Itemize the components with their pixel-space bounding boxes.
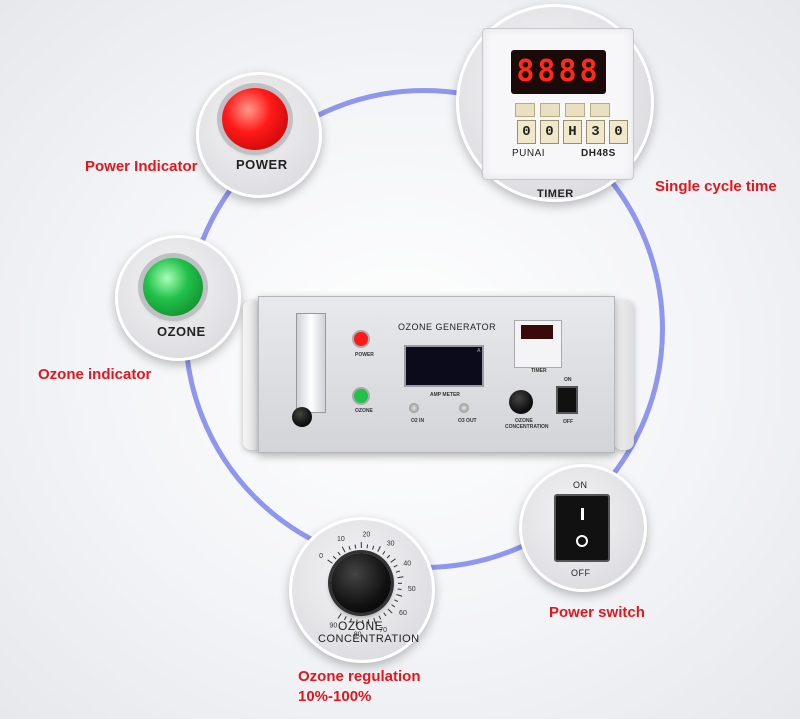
dial-tick <box>377 546 381 552</box>
timer-button[interactable] <box>565 103 585 117</box>
dial-tick <box>396 594 403 597</box>
dial-tick <box>366 544 369 549</box>
dial-number: 90 <box>329 622 337 629</box>
concentration-label-line2: CONCENTRATION <box>318 633 420 645</box>
timer-dial-row: 0 0 H 3 0 <box>517 120 628 144</box>
dial-tick <box>327 559 333 564</box>
power-lamp-icon <box>222 88 288 150</box>
device-right-handle <box>614 300 634 450</box>
device-power-label: POWER <box>355 352 374 358</box>
device-concentration-label-1: OZONE <box>515 418 533 424</box>
timer-dial[interactable]: 0 <box>517 120 536 144</box>
dial-tick <box>372 545 375 550</box>
dial-number: 40 <box>403 560 411 567</box>
power-switch-callout: Power switch <box>549 604 645 621</box>
flowmeter-knob[interactable] <box>292 407 312 427</box>
ozone-indicator-callout: Ozone indicator <box>38 366 152 383</box>
dial-number: 30 <box>387 541 395 548</box>
dial-number: 70 <box>379 627 387 634</box>
dial-number: 80 <box>354 631 362 638</box>
device-power-rocker[interactable] <box>556 386 578 414</box>
dial-tick <box>395 570 400 573</box>
dial-tick <box>394 599 399 602</box>
dial-number: 20 <box>362 532 370 539</box>
concentration-label-line1: OZONE <box>338 619 384 633</box>
dial-tick <box>393 564 398 568</box>
ozone-regulation-callout: Ozone regulation <box>298 668 421 685</box>
single-cycle-time-callout: Single cycle time <box>655 178 777 195</box>
timer-button[interactable] <box>515 103 535 117</box>
dial-tick <box>390 558 396 563</box>
device-power-lamp-icon <box>354 332 368 346</box>
power-rocker-off-mark <box>576 535 588 547</box>
dial-numbers: 0 10 20 30 40 50 60 70 80 90 <box>319 532 416 639</box>
dial-tick <box>354 544 357 549</box>
amp-meter-unit: A <box>477 348 481 354</box>
device-timer-label: TIMER <box>531 368 547 374</box>
timer-button[interactable] <box>590 103 610 117</box>
ozone-regulation-range: 10%-100% <box>298 688 372 705</box>
dial-tick <box>341 546 346 553</box>
timer-digit-display: 8888 <box>511 50 606 94</box>
dial-number: 50 <box>408 586 416 593</box>
dial-tick <box>355 619 358 626</box>
dial-ticks <box>327 541 404 626</box>
o2-in-valve[interactable] <box>409 403 419 413</box>
device-off-label: OFF <box>563 419 573 425</box>
dial-tick <box>397 576 404 579</box>
timer-brand: PUNAI <box>512 148 546 159</box>
dial-tick <box>349 618 352 623</box>
dial-tick <box>383 612 387 617</box>
dial-tick <box>397 588 402 591</box>
dial-tick <box>386 554 391 559</box>
dial-tick <box>332 555 337 560</box>
timer-label: TIMER <box>537 188 574 200</box>
device-ozone-label: OZONE <box>355 408 373 414</box>
o3-out-valve[interactable] <box>459 403 469 413</box>
timer-model: DH48S <box>581 148 616 159</box>
device-concentration-label-2: CONCENTRATION <box>505 424 549 430</box>
power-indicator-callout: Power Indicator <box>85 158 198 175</box>
ozone-label: OZONE <box>157 324 206 339</box>
amp-meter-display <box>404 345 484 387</box>
power-rocker-on-mark <box>581 508 584 520</box>
device-title: OZONE GENERATOR <box>398 322 497 332</box>
on-label: ON <box>573 480 588 490</box>
o3-out-label: O3 OUT <box>458 418 477 424</box>
timer-button[interactable] <box>540 103 560 117</box>
device-timer-display <box>521 325 553 339</box>
amp-meter-label: AMP METER <box>430 392 460 398</box>
o2-in-label: O2 IN <box>411 418 425 424</box>
dial-tick <box>337 613 342 619</box>
device-on-label: ON <box>564 377 572 383</box>
dial-tick <box>373 617 377 624</box>
dial-tick <box>378 615 382 620</box>
dial-tick <box>367 619 370 624</box>
dial-tick <box>344 616 347 621</box>
timer-buttons <box>515 103 610 117</box>
ozone-lamp-icon <box>143 258 203 316</box>
power-rocker-switch[interactable] <box>554 494 610 562</box>
power-label: POWER <box>236 157 288 172</box>
flowmeter-tube <box>296 313 326 413</box>
device-ozone-lamp-icon <box>354 389 368 403</box>
timer-dial[interactable]: H <box>563 120 582 144</box>
dial-tick <box>391 604 396 608</box>
dial-number: 60 <box>399 610 407 617</box>
dial-number: 10 <box>337 536 345 543</box>
concentration-knob[interactable] <box>331 553 391 613</box>
device-concentration-knob[interactable] <box>509 390 533 414</box>
dial-tick <box>387 608 393 614</box>
timer-dial[interactable]: 0 <box>609 120 628 144</box>
dial-tick <box>337 551 341 556</box>
dial-tick <box>348 546 351 551</box>
timer-dial[interactable]: 0 <box>540 120 559 144</box>
dial-number: 0 <box>319 553 323 560</box>
off-label: OFF <box>571 568 591 578</box>
concentration-dial-scale: 0 10 20 30 40 50 60 70 80 90 <box>319 532 416 639</box>
dial-tick <box>382 550 386 555</box>
timer-dial[interactable]: 3 <box>586 120 605 144</box>
